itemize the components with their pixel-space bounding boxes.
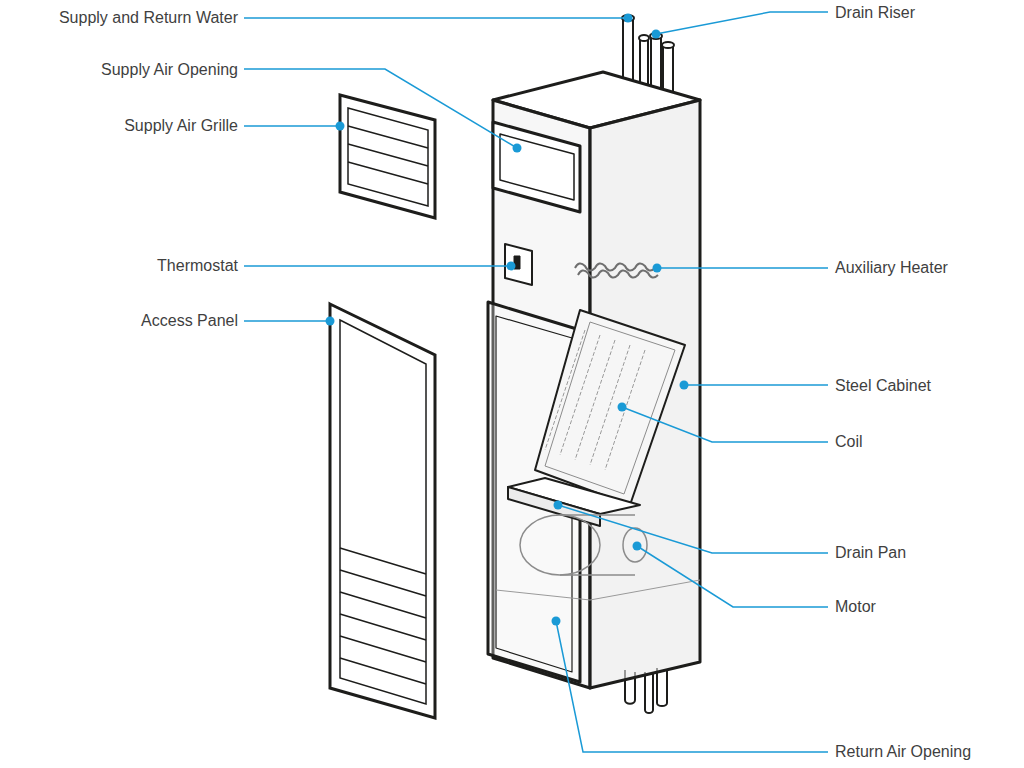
leader-line bbox=[244, 320, 330, 322]
part-label: Drain Pan bbox=[835, 544, 906, 562]
drain-pan-side bbox=[508, 487, 600, 526]
leader-dot bbox=[554, 501, 563, 510]
leader-dot bbox=[633, 542, 642, 551]
leader-dot bbox=[507, 262, 516, 271]
coil bbox=[535, 310, 685, 505]
leader-dot bbox=[513, 144, 522, 153]
access-panel bbox=[330, 304, 435, 718]
part-label: Drain Riser bbox=[835, 4, 915, 22]
grille-frame bbox=[340, 95, 435, 218]
coil-tubes bbox=[545, 330, 645, 470]
blower-housing bbox=[520, 515, 600, 575]
motor bbox=[623, 528, 647, 562]
leader-dot bbox=[326, 317, 335, 326]
part-label: Auxiliary Heater bbox=[835, 259, 948, 277]
leader-dot bbox=[552, 617, 561, 626]
supply-opening-frame bbox=[493, 122, 580, 212]
part-label: Supply Air Opening bbox=[101, 61, 238, 79]
panel-louvers bbox=[340, 548, 426, 684]
leader-line bbox=[244, 17, 628, 19]
panel-inner bbox=[340, 320, 426, 704]
leader-line bbox=[244, 265, 511, 267]
leader-dot bbox=[624, 14, 633, 23]
part-label: Steel Cabinet bbox=[835, 377, 931, 395]
part-label: Supply and Return Water bbox=[59, 9, 238, 27]
leader-dot bbox=[680, 381, 689, 390]
leader-line bbox=[244, 125, 340, 127]
pipe bbox=[645, 672, 653, 713]
leader-line bbox=[622, 407, 828, 442]
part-label: Thermostat bbox=[157, 257, 238, 275]
leader-dot bbox=[652, 30, 661, 39]
cabinet-inner bbox=[496, 580, 700, 600]
pipe-end bbox=[639, 35, 649, 41]
panel-frame bbox=[330, 304, 435, 718]
supply-air-grille bbox=[340, 95, 435, 218]
part-label: Supply Air Grille bbox=[124, 117, 238, 135]
coil-fins bbox=[545, 322, 675, 494]
blower-body bbox=[560, 515, 635, 575]
leader-dots bbox=[326, 14, 689, 626]
leader-line bbox=[558, 505, 828, 553]
pipe-end bbox=[662, 42, 674, 48]
leader-line bbox=[637, 546, 828, 607]
auxiliary-heater bbox=[575, 263, 658, 277]
leader-line bbox=[656, 12, 828, 34]
cabinet bbox=[488, 15, 700, 713]
leader-line bbox=[684, 384, 828, 386]
part-label: Access Panel bbox=[141, 312, 238, 330]
leader-dot bbox=[618, 403, 627, 412]
leader-dot bbox=[653, 264, 662, 273]
thermostat-box bbox=[505, 244, 532, 285]
part-label: Motor bbox=[835, 598, 876, 616]
grille-louvers bbox=[348, 126, 428, 184]
part-label: Coil bbox=[835, 433, 863, 451]
pipe bbox=[657, 668, 667, 706]
leader-line bbox=[657, 267, 828, 269]
leader-line bbox=[556, 621, 828, 752]
grille-inner bbox=[348, 108, 428, 206]
leader-line bbox=[244, 69, 517, 148]
leader-dot bbox=[336, 122, 345, 131]
leader-lines bbox=[244, 12, 828, 752]
part-label: Return Air Opening bbox=[835, 743, 971, 761]
